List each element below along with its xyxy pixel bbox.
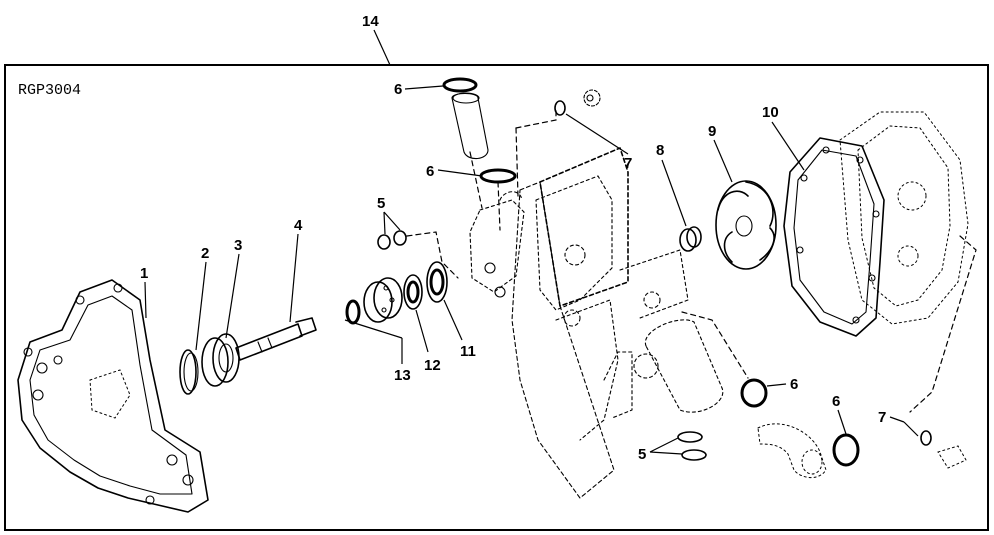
- callout-10: 10: [762, 104, 779, 121]
- part-5-upper-orings: 5: [377, 195, 459, 279]
- callout-9: 9: [708, 123, 716, 140]
- callouts-bearing-stack: 13 12 11: [344, 299, 476, 384]
- callout-4: 4: [294, 217, 303, 234]
- assembly-callout-14: 14: [362, 13, 391, 66]
- callout-7-top: 7: [624, 155, 632, 172]
- callout-11: 11: [460, 343, 476, 360]
- callout-14-leader: [373, 29, 391, 66]
- part-5-lower-orings: 5: [638, 431, 707, 463]
- part-8-seal: 8: [656, 142, 702, 252]
- fitting-top: [583, 89, 601, 107]
- callout-8: 8: [656, 142, 664, 159]
- part-6-lower-orings: 6 6: [740, 376, 860, 467]
- part-1-gasket: [17, 279, 209, 513]
- callout-6-lower-right: 6: [832, 393, 840, 410]
- callout-6-top: 6: [394, 81, 402, 98]
- part-7-top-oring: 7: [554, 100, 632, 172]
- pump-cover-plate: [633, 311, 749, 413]
- part-3-bearing: [201, 333, 240, 387]
- part-6-top-tube-orings: 6 6: [394, 77, 517, 231]
- elbow-tube: [757, 423, 827, 478]
- leader-12: [415, 309, 429, 353]
- callout-12: 12: [424, 357, 441, 374]
- part-12-seal: [403, 274, 423, 310]
- part-4-shaft: [235, 317, 317, 361]
- callout-3: 3: [234, 237, 242, 254]
- reference-code: RGP3004: [18, 82, 81, 99]
- callout-2: 2: [201, 245, 209, 262]
- part-9-impeller: 9: [708, 123, 777, 270]
- part-10-gasket: 10: [762, 104, 885, 337]
- leader-1: [144, 281, 147, 319]
- callout-1: 1: [140, 265, 148, 282]
- callout-5-upper: 5: [377, 195, 385, 212]
- figure-frame: [4, 64, 989, 531]
- part-13-seal-bearing: [345, 277, 403, 325]
- part-2-snap-ring: [179, 349, 199, 395]
- leader-13: [344, 319, 403, 339]
- leader-4: [289, 233, 299, 323]
- leader-3: [225, 253, 240, 339]
- part-11-seal: [426, 261, 448, 303]
- callout-14-label: 14: [362, 13, 379, 30]
- rear-cover-housing: [839, 111, 977, 413]
- callout-13: 13: [394, 367, 411, 384]
- callout-5-lower: 5: [638, 446, 646, 463]
- callout-7-lower: 7: [878, 409, 886, 426]
- leader-2: [195, 261, 207, 351]
- pump-housing: [469, 107, 689, 499]
- part-7-lower-oring: 7: [878, 409, 967, 469]
- leader-11: [443, 299, 463, 341]
- callout-6-second: 6: [426, 163, 434, 180]
- callouts-left-group: 1 2 3 4: [140, 217, 303, 351]
- callout-6-lower-mid: 6: [790, 376, 798, 393]
